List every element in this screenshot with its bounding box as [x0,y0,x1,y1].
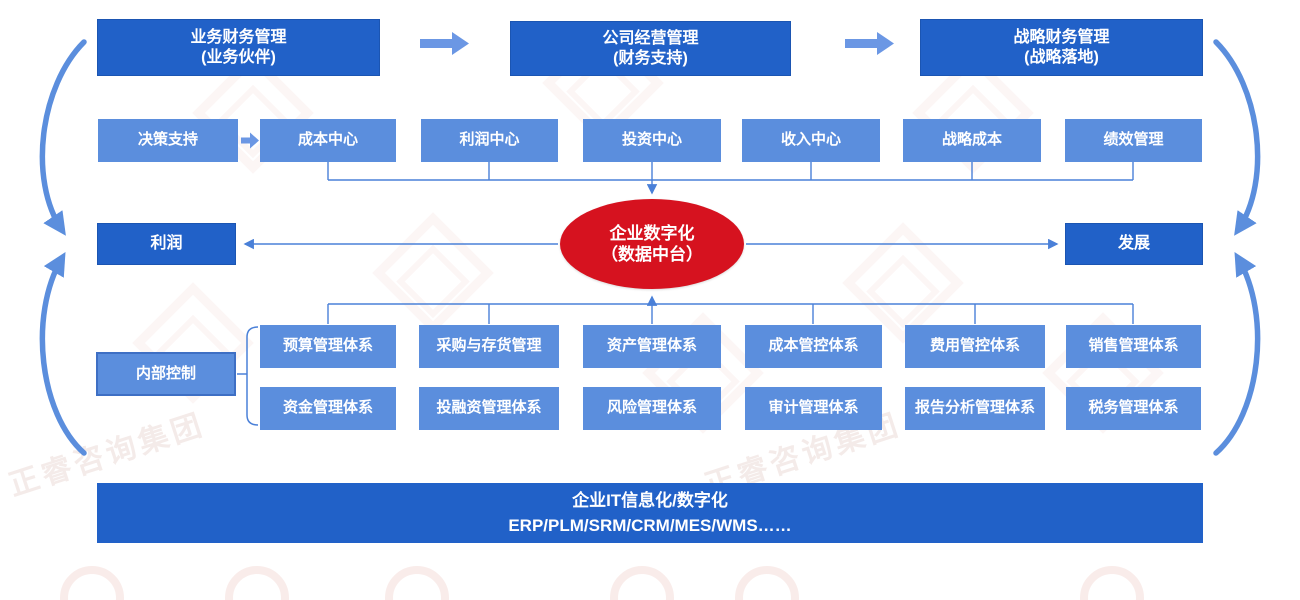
box-label: 资金管理体系 [282,399,373,417]
box-title: 战略财务管理 [1013,28,1110,46]
box-profit: 利润 [97,223,236,265]
box-decision-support: 决策支持 [98,119,238,162]
box-procurement-inventory: 采购与存货管理 [419,325,559,368]
box-performance-mgmt: 绩效管理 [1065,119,1202,162]
banner-title: 企业IT信息化/数字化 [572,490,728,510]
box-capital-system: 资金管理体系 [260,387,396,430]
box-label: 资产管理体系 [606,337,697,355]
box-label: 成本中心 [297,131,358,149]
box-risk-system: 风险管理体系 [583,387,721,430]
box-budget-system: 预算管理体系 [260,325,396,368]
box-expense-control-system: 费用管控体系 [905,325,1045,368]
box-sales-system: 销售管理体系 [1066,325,1201,368]
box-development: 发展 [1065,223,1203,265]
box-label: 收入中心 [780,131,841,149]
box-label: 预算管理体系 [282,337,373,355]
box-label: 内部控制 [135,364,196,382]
box-subtitle: (战略落地) [1024,48,1099,66]
hub-enterprise-digitalization: 企业数字化 （数据中台） [560,199,744,289]
box-revenue-center: 收入中心 [742,119,880,162]
hub-subtitle: （数据中台） [601,245,703,264]
box-cost-control-system: 成本管控体系 [745,325,882,368]
box-business-finance: 业务财务管理 (业务伙伴) [97,19,380,76]
box-label: 发展 [1117,235,1150,252]
box-subtitle: (财务支持) [613,49,688,67]
box-asset-system: 资产管理体系 [583,325,721,368]
box-label: 战略成本 [941,131,1002,149]
box-company-operation: 公司经营管理 (财务支持) [510,21,791,76]
box-label: 投融资管理体系 [436,399,542,417]
box-strategic-cost: 战略成本 [903,119,1041,162]
box-tax-system: 税务管理体系 [1066,387,1201,430]
box-title: 公司经营管理 [602,29,699,47]
top-flow-arrows [241,32,894,149]
box-title: 业务财务管理 [190,28,287,46]
box-profit-center: 利润中心 [421,119,558,162]
box-label: 决策支持 [137,131,198,149]
box-label: 报告分析管理体系 [914,399,1035,417]
box-report-analysis-system: 报告分析管理体系 [905,387,1045,430]
box-label: 投资中心 [621,131,682,149]
box-label: 审计管理体系 [768,399,859,417]
box-subtitle: (业务伙伴) [201,48,276,66]
upper-bus-lines [327,162,1134,195]
internal-control-bracket [237,326,259,426]
box-label: 利润中心 [459,131,520,149]
box-label: 成本管控体系 [768,337,859,355]
bottom-it-banner: 企业IT信息化/数字化 ERP/PLM/SRM/CRM/MES/WMS…… [97,483,1203,543]
side-curved-arrows [39,39,1261,456]
box-investment-center: 投资中心 [583,119,721,162]
box-investment-financing-system: 投融资管理体系 [419,387,559,430]
lower-bus-lines [327,295,1134,324]
hub-title: 企业数字化 [609,223,695,243]
box-internal-control: 内部控制 [96,352,236,396]
box-label: 采购与存货管理 [436,337,542,355]
box-cost-center: 成本中心 [260,119,396,162]
box-label: 利润 [150,235,183,252]
box-label: 税务管理体系 [1088,399,1179,417]
box-label: 绩效管理 [1103,131,1164,149]
box-label: 销售管理体系 [1088,337,1179,355]
box-audit-system: 审计管理体系 [745,387,882,430]
banner-systems: ERP/PLM/SRM/CRM/MES/WMS…… [508,516,792,535]
box-label: 风险管理体系 [606,399,697,417]
box-strategic-finance: 战略财务管理 (战略落地) [920,19,1203,76]
box-label: 费用管控体系 [929,337,1020,355]
